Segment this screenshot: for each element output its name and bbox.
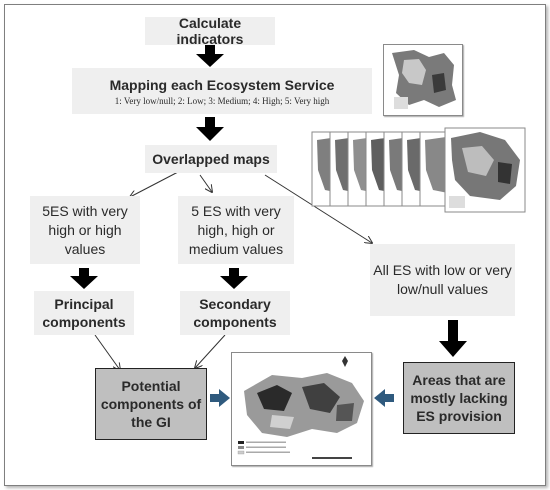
left-branch-label: 5ES with very high or high values	[42, 202, 128, 257]
calculate-indicators-box: Calculate indicators	[145, 15, 275, 47]
left-branch-box: 5ES with very high or high values	[30, 196, 140, 264]
gi-result-map	[231, 352, 372, 466]
arrow-to-mid-branch	[199, 174, 212, 192]
blue-arrow-left	[374, 389, 394, 407]
stacked-map-8	[444, 127, 526, 213]
arrow-principal-to-potential	[94, 334, 120, 370]
mid-branch-box: 5 ES with very high, high or medium valu…	[178, 196, 294, 264]
mapping-title: Mapping each Ecosystem Service	[109, 76, 335, 93]
principal-components-label: Principal components	[42, 296, 126, 330]
mapping-scale: 1: Very low/null; 2: Low; 3: Medium; 4: …	[114, 95, 330, 106]
down-arrow-4	[220, 268, 248, 289]
secondary-components-box: Secondary components	[180, 291, 290, 335]
down-arrow-2	[196, 117, 224, 141]
principal-components-box: Principal components	[34, 291, 134, 335]
mid-branch-label: 5 ES with very high, high or medium valu…	[188, 202, 284, 257]
overlapped-maps-label: Overlapped maps	[152, 151, 270, 167]
potential-components-box: Potential components of the GI	[95, 368, 207, 440]
down-arrow-1	[196, 45, 224, 67]
lacking-es-box: Areas that are mostly lacking ES provisi…	[403, 362, 515, 434]
north-arrow-icon	[342, 356, 348, 367]
arrow-secondary-to-potential	[195, 334, 226, 368]
potential-components-label: Potential components of the GI	[100, 378, 202, 430]
down-arrow-5	[439, 320, 467, 357]
calculate-indicators-label: Calculate indicators	[176, 15, 244, 47]
secondary-components-label: Secondary components	[193, 296, 277, 330]
mapping-box: Mapping each Ecosystem Service 1: Very l…	[72, 68, 372, 114]
down-arrow-3	[70, 268, 98, 289]
blue-arrow-right	[210, 389, 230, 407]
overlapped-maps-box: Overlapped maps	[145, 145, 277, 173]
right-branch-label: All ES with low or very low/null values	[373, 262, 512, 297]
lacking-es-label: Areas that are mostly lacking ES provisi…	[410, 372, 508, 424]
right-branch-box: All ES with low or very low/null values	[370, 244, 515, 316]
arrow-to-right-branch	[264, 174, 372, 243]
arrow-to-left-branch	[130, 171, 179, 197]
es-map-thumbnail	[383, 44, 463, 116]
